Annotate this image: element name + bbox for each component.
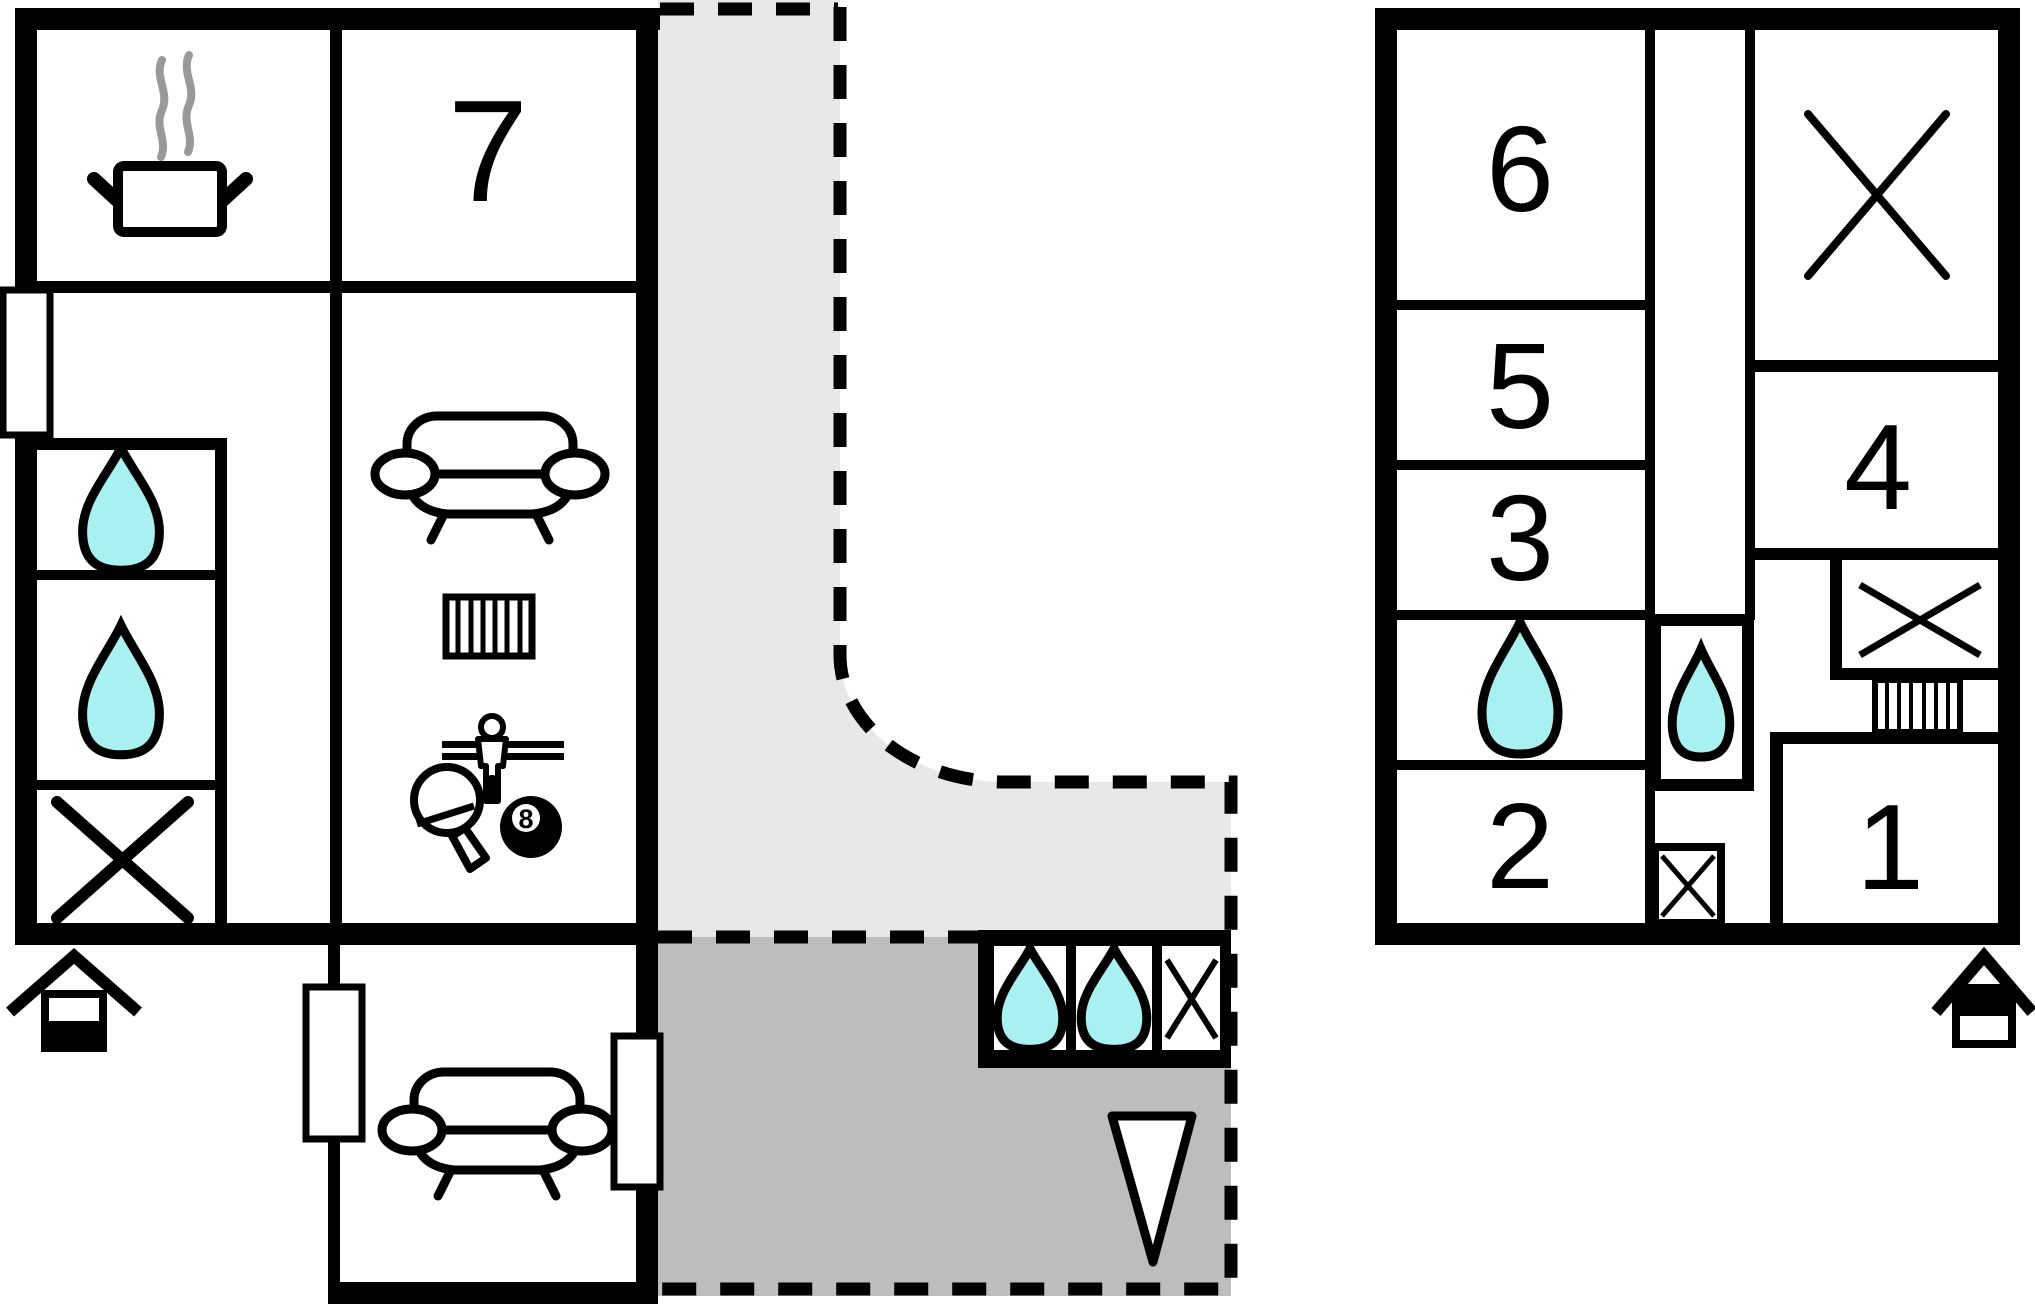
entrance-icon — [6, 948, 142, 1052]
window-west — [0, 286, 54, 439]
room-1-label: 1 — [1856, 779, 1924, 915]
table-tennis-icon — [410, 763, 490, 873]
north-arrow-icon — [1107, 1111, 1197, 1267]
room-3-label: 3 — [1486, 470, 1554, 606]
terrace-sanitary-block — [978, 930, 1231, 1068]
room-5-label: 5 — [1486, 318, 1554, 454]
stairs-icon — [442, 593, 536, 660]
terrace-light-area — [658, 0, 1231, 937]
terrace-dashed-border — [658, 2, 1238, 1296]
upper-floor-walls — [1375, 8, 2020, 945]
x-symbol-icon — [1660, 854, 1716, 918]
x-symbol-icon — [51, 796, 194, 924]
room-6-label: 6 — [1486, 101, 1554, 237]
room-4-label: 4 — [1844, 399, 1912, 535]
corridor-bathroom — [1649, 614, 1754, 791]
x-symbol-icon — [1164, 958, 1219, 1040]
steam-icon — [182, 51, 196, 156]
entrance-icon — [1931, 946, 2035, 1048]
stairs-icon — [1872, 677, 1963, 735]
steam-icon — [155, 56, 169, 161]
room-2-label: 2 — [1486, 778, 1554, 914]
room-7-label: 7 — [448, 70, 529, 232]
cooking-pot-icon — [87, 51, 253, 237]
window-annex-left — [302, 983, 366, 1143]
upper-floor-plan: 6 5 3 2 4 1 — [1375, 8, 2035, 1048]
foosball-icon — [442, 713, 564, 804]
ground-floor-walls — [15, 8, 660, 1304]
x-symbol-icon — [1858, 581, 1982, 659]
pool-ball-number: 8 — [518, 804, 533, 834]
corridor-x-box — [1651, 843, 1725, 927]
pool-ball-icon: 8 — [500, 796, 562, 858]
window-annex-right — [610, 1032, 664, 1191]
x-symbol-icon — [1804, 110, 1950, 280]
ground-floor-plan: 7 — [0, 0, 1238, 1304]
